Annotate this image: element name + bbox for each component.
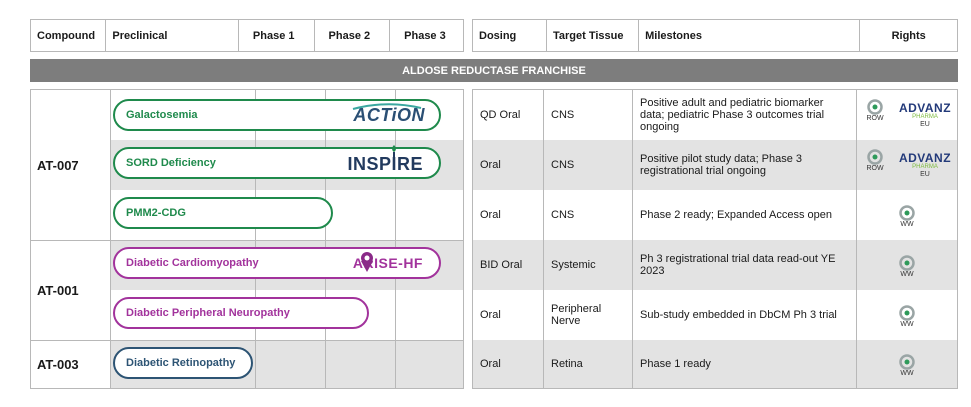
dosing-cell: Oral — [480, 309, 501, 321]
tissue-cell: CNS — [551, 159, 575, 171]
milestone-cell: Positive pilot study data; Phase 3 regis… — [640, 153, 803, 177]
compound-at-003: AT-003 — [37, 356, 79, 372]
applied-logo-icon — [899, 255, 915, 271]
rights-label-ww: WW — [900, 370, 914, 377]
group-separator — [31, 340, 463, 341]
rights-ww: WW — [895, 205, 919, 228]
indication-label: Diabetic Retinopathy — [126, 357, 236, 369]
heart-marker-icon — [361, 252, 373, 272]
dosing-cell: Oral — [480, 358, 501, 370]
header-compound: Compound — [31, 20, 107, 51]
indication-label: Diabetic Cardiomyopathy — [126, 257, 259, 269]
grid-line — [325, 90, 326, 388]
action-trial-logo: ACTiON — [353, 105, 425, 125]
rights-cell: ROW ADVANZ PHARMA EU — [857, 90, 957, 140]
dosing-cell: Oral — [480, 159, 501, 171]
dosing-cell: Oral — [480, 209, 501, 221]
row-shade — [473, 340, 957, 388]
rights-label-ww: WW — [900, 221, 914, 228]
milestone-cell: Ph 3 registrational trial data read-out … — [640, 253, 836, 277]
rights-ww: WW — [895, 354, 919, 377]
milestone-cell: Phase 2 ready; Expanded Access open — [640, 209, 833, 221]
right-header: Dosing Target Tissue Milestones Rights — [472, 19, 958, 52]
pill-diabetic-cardiomyopathy[interactable]: Diabetic Cardiomyopathy ARISE-HF — [113, 247, 441, 279]
rights-label-eu: EU — [920, 171, 930, 178]
applied-logo-icon — [867, 149, 883, 165]
rights-label-row: ROW — [866, 115, 884, 122]
rights-cell: WW — [857, 340, 957, 388]
header-phase1: Phase 1 — [239, 20, 315, 51]
action-swoosh-icon — [352, 103, 422, 110]
rights-label-row: ROW — [866, 165, 884, 172]
rights-cell: WW — [857, 190, 957, 240]
indication-label: Galactosemia — [126, 109, 198, 121]
milestone-cell: Phase 1 ready — [640, 358, 711, 370]
tissue-cell: CNS — [551, 109, 575, 121]
torch-icon — [392, 145, 396, 157]
advanz-pharma-logo: ADVANZ PHARMA EU — [898, 151, 952, 178]
advanz-pharma-logo: ADVANZ PHARMA EU — [898, 101, 952, 128]
pill-diabetic-peripheral-neuropathy[interactable]: Diabetic Peripheral Neuropathy — [113, 297, 369, 329]
applied-logo-icon — [899, 205, 915, 221]
indication-label: Diabetic Peripheral Neuropathy — [126, 307, 290, 319]
header-phase2: Phase 2 — [315, 20, 391, 51]
tissue-cell: Systemic — [551, 259, 596, 271]
inspire-trial-logo: INSPIRE — [347, 154, 423, 174]
pipeline-grid: AT-007 AT-001 AT-003 Galactosemia ACTiON… — [30, 89, 464, 389]
header-rights: Rights — [891, 29, 926, 42]
grid-line — [110, 90, 111, 388]
rights-label-ww: WW — [900, 271, 914, 278]
applied-logo-icon — [867, 99, 883, 115]
details-grid: QD Oral CNS Positive adult and pediatric… — [472, 89, 958, 389]
indication-label: SORD Deficiency — [126, 157, 216, 169]
applied-logo-icon — [899, 354, 915, 370]
pill-pmm2-cdg[interactable]: PMM2-CDG — [113, 197, 333, 229]
rights-row: ROW — [863, 99, 887, 122]
rights-cell: WW — [857, 240, 957, 290]
header-milestones: Milestones — [639, 20, 861, 51]
rights-label-ww: WW — [900, 321, 914, 328]
dosing-cell: BID Oral — [480, 259, 523, 271]
franchise-banner: ALDOSE REDUCTASE FRANCHISE — [30, 59, 958, 82]
compound-at-007: AT-007 — [37, 157, 79, 173]
applied-logo-icon — [899, 305, 915, 321]
rights-cell: WW — [857, 290, 957, 340]
pill-diabetic-retinopathy[interactable]: Diabetic Retinopathy — [113, 347, 253, 379]
rights-ww: WW — [895, 305, 919, 328]
header-phase3: Phase 3 — [404, 29, 446, 42]
group-separator — [31, 240, 463, 241]
tissue-cell: Peripheral Nerve — [551, 303, 602, 327]
row-shade — [473, 240, 957, 290]
pill-sord-deficiency[interactable]: SORD Deficiency INSPIRE — [113, 145, 441, 179]
dosing-cell: QD Oral — [480, 109, 521, 121]
tissue-cell: CNS — [551, 209, 575, 221]
grid-line — [395, 90, 396, 388]
milestone-cell: Positive adult and pediatric biomarker d… — [640, 97, 825, 133]
tissue-cell: Retina — [551, 358, 583, 370]
grid-line — [632, 90, 633, 388]
rights-label-eu: EU — [920, 121, 930, 128]
left-header: Compound Preclinical Phase 1 Phase 2 Pha… — [30, 19, 464, 52]
grid-line — [543, 90, 544, 388]
grid-line — [856, 90, 857, 388]
compound-at-001: AT-001 — [37, 282, 79, 298]
grid-line — [255, 90, 256, 388]
header-preclinical: Preclinical — [106, 20, 239, 51]
indication-label: PMM2-CDG — [126, 207, 186, 219]
header-target-tissue: Target Tissue — [547, 20, 640, 51]
header-dosing: Dosing — [473, 20, 547, 51]
row-shade — [473, 140, 957, 190]
rights-row: ROW — [863, 149, 887, 172]
milestone-cell: Sub-study embedded in DbCM Ph 3 trial — [640, 309, 837, 321]
rights-cell: ROW ADVANZ PHARMA EU — [857, 140, 957, 190]
rights-ww: WW — [895, 255, 919, 278]
pill-galactosemia[interactable]: Galactosemia ACTiON — [113, 99, 441, 131]
